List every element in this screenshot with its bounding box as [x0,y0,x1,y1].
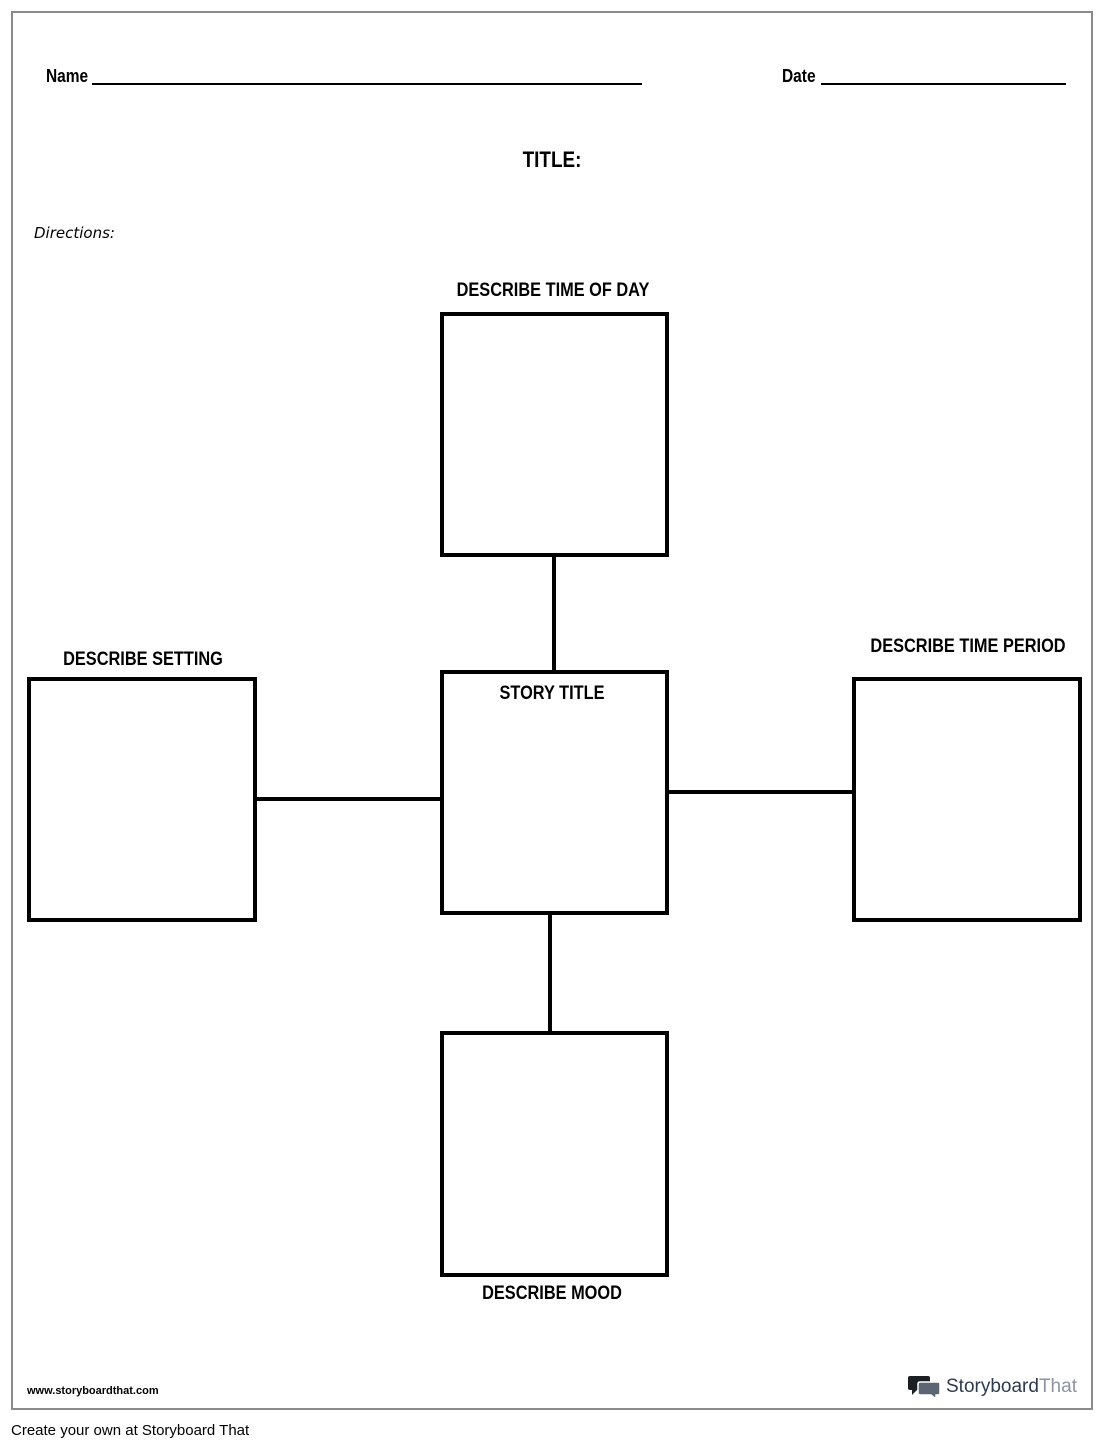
label-mood: DESCRIBE MOOD [482,1283,622,1304]
speech-bubbles-icon [908,1376,940,1400]
directions-label: Directions: [34,224,115,242]
brand-name-main: Storyboard [946,1376,1039,1397]
connector-left [254,797,443,801]
label-time-of-day: DESCRIBE TIME OF DAY [456,280,650,301]
box-time-period[interactable] [852,677,1082,922]
date-field-line[interactable] [821,83,1066,85]
worksheet-title: TITLE: [522,147,582,172]
name-field-line[interactable] [92,83,642,85]
box-time-of-day[interactable] [440,312,669,557]
box-story-title[interactable] [440,670,669,915]
connector-right [666,790,855,794]
storyboardthat-logo: StoryboardThat [908,1373,1077,1401]
label-time-period: DESCRIBE TIME PERIOD [870,636,1066,657]
box-setting[interactable] [27,677,257,922]
connector-bottom [548,912,552,1034]
brand-name-light: That [1038,1376,1077,1397]
footer-caption[interactable]: Create your own at Storyboard That [11,1422,250,1439]
label-setting: DESCRIBE SETTING [63,649,223,670]
date-label: Date [782,66,816,86]
website-text: www.storyboardthat.com [27,1385,159,1397]
label-story-title: STORY TITLE [499,683,605,704]
connector-top [552,555,556,673]
name-label: Name [46,66,89,86]
box-mood[interactable] [440,1031,669,1277]
